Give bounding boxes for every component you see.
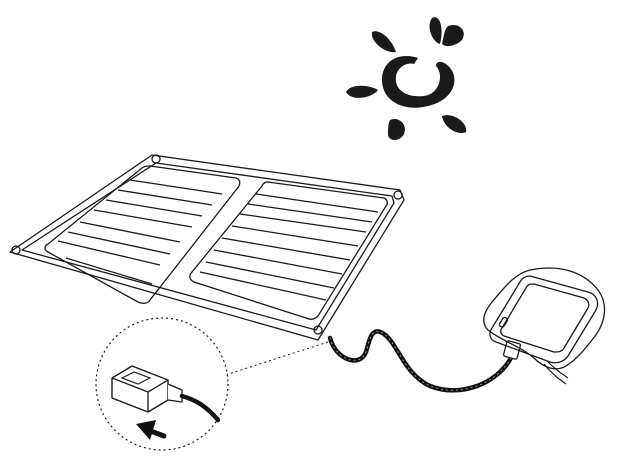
solar-panel bbox=[9, 154, 405, 341]
sun-icon bbox=[346, 17, 467, 140]
panel-grommet-top bbox=[151, 154, 161, 164]
panel-cell-line bbox=[57, 240, 161, 266]
sun-ray-1 bbox=[371, 31, 396, 53]
cable-body bbox=[327, 329, 515, 393]
panel-cell-block-right bbox=[189, 181, 388, 320]
panel-cell-line bbox=[117, 189, 213, 206]
panel-cell-line bbox=[255, 193, 379, 213]
panel-grommet-left bbox=[11, 245, 21, 255]
panel-outline-inner bbox=[21, 162, 395, 331]
sun-ray-2 bbox=[429, 17, 442, 44]
sun-core-ring bbox=[382, 56, 455, 108]
phone-cable-tail-2 bbox=[543, 363, 567, 385]
panel-cell-line bbox=[213, 249, 343, 275]
usb-connector-detail bbox=[95, 317, 329, 451]
zoom-leader-line bbox=[215, 341, 329, 379]
plug-in-arrow bbox=[136, 420, 167, 440]
sun-ray-4 bbox=[346, 85, 378, 98]
cable-highlight bbox=[329, 330, 513, 391]
panel-cell-line bbox=[199, 271, 327, 301]
panel-cell-block-left bbox=[44, 165, 241, 304]
panel-cell-line bbox=[93, 209, 193, 228]
panel-cell-line bbox=[247, 203, 373, 223]
arrow-head bbox=[136, 420, 156, 440]
panel-cell-line bbox=[205, 261, 335, 289]
panel-outline-outer bbox=[9, 154, 405, 341]
sun-ray-5 bbox=[388, 118, 405, 140]
phone-cable-tail bbox=[547, 361, 569, 379]
panel-cell-line bbox=[105, 199, 203, 217]
phone-case-outline bbox=[482, 267, 606, 370]
smartphone bbox=[482, 267, 606, 385]
panel-cell-line bbox=[129, 179, 223, 195]
sun-ray-3 bbox=[442, 24, 464, 47]
usb-plug-tab bbox=[120, 371, 152, 385]
sun-ray-6 bbox=[442, 115, 467, 134]
panel-cell-line bbox=[239, 213, 367, 233]
phone-screen bbox=[500, 283, 590, 353]
panel-grommet-bottom bbox=[313, 325, 323, 335]
panel-grommet-right bbox=[393, 190, 403, 200]
panel-cell-line bbox=[221, 237, 351, 261]
phone-body bbox=[489, 275, 599, 364]
panel-cell-line bbox=[65, 257, 153, 285]
phone-home-button bbox=[498, 316, 509, 328]
cable-plug-phone bbox=[502, 340, 522, 360]
panel-cell-line bbox=[79, 221, 181, 243]
panel-cell-line bbox=[231, 225, 359, 247]
usb-cable bbox=[327, 329, 522, 393]
panel-cell-line bbox=[67, 231, 171, 255]
usb-zoom-cable bbox=[179, 393, 221, 423]
